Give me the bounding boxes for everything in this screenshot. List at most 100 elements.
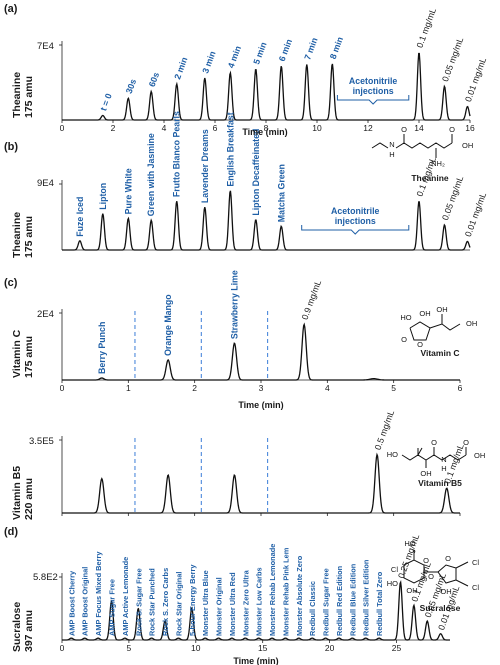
peak-label: Redbull Silver Edition (362, 559, 371, 636)
peak-label: Rock Star Punched (148, 568, 157, 636)
x-tick-label: 3 (259, 383, 264, 393)
peak-label: Fuze Iced (75, 197, 85, 237)
peak-label: English Breakfast (225, 112, 235, 186)
x-tick-label: 15 (258, 643, 268, 653)
peak-label: Lavender Dreams (200, 129, 210, 203)
bracket-label-1: Acetonitrile (349, 76, 397, 86)
x-tick-label: 5 (391, 383, 396, 393)
atom-oh: OH (462, 141, 473, 150)
x-tick-label: 0 (60, 643, 65, 653)
peak-label: Redbull Total Zero (375, 571, 384, 636)
atom-n: N (441, 455, 446, 464)
peak-label: 0.5 mg/mL (373, 409, 397, 452)
peak-label: Lipton (98, 183, 108, 210)
peak-label: AMP Boost Original (81, 567, 90, 636)
x-tick-label: 10 (312, 123, 322, 133)
peak-label: t = 0 (98, 92, 114, 112)
bond (371, 142, 389, 149)
x-tick-label: 0 (60, 123, 65, 133)
peak-label: Berry Punch (97, 322, 107, 374)
peak-label: 0.01 mg/mL (463, 56, 488, 103)
chromatogram-trace (62, 190, 471, 251)
chromatogram-trace (62, 452, 460, 514)
x-tick-label: 25 (392, 643, 402, 653)
peak-label: 5 min (251, 41, 268, 66)
atom-nh2: NH₂ (431, 159, 445, 168)
peak-label: Orange Mango (163, 294, 173, 356)
atom-h: H (389, 150, 394, 159)
bond (429, 323, 461, 331)
atom-o2: O (449, 125, 455, 134)
atom-ho: HO (400, 313, 411, 322)
peak-label: Rock S. Zero Carbs (161, 568, 170, 636)
peak-label: Monster Zero Ultra (241, 569, 250, 636)
atom-oh: OH (419, 309, 430, 318)
peak-label: 0.05 mg/mL (440, 36, 465, 83)
atom-oh2: OH (436, 305, 447, 314)
atom-ho2: HO (387, 579, 398, 588)
peak-label: 0.1 mg/mL (414, 7, 438, 50)
peak-label: Monster Original (215, 577, 224, 636)
x-tick-label: 4 (162, 123, 167, 133)
atom-oh2: OH (474, 451, 485, 460)
atom-o: O (401, 125, 407, 134)
bond (455, 579, 469, 587)
x-tick-label: 1 (126, 383, 131, 393)
bond (395, 142, 453, 149)
acetonitrile-bracket (336, 95, 410, 105)
atom-ho: HO (404, 539, 415, 548)
x-tick-label: 20 (325, 643, 335, 653)
peak-label: 0.9 mg/mL (300, 279, 324, 322)
atom-o2: O (428, 572, 434, 581)
peak-label: Redbull Red Edition (335, 565, 344, 636)
peak-label: Monster Absolute Zero (295, 555, 304, 636)
x-tick-label: 5 (127, 643, 132, 653)
peak-label: AMP Active Lemonade (121, 557, 130, 636)
peak-label: Redbull Blue Edition (348, 563, 357, 636)
peak-label: 0.01 mg/mL (463, 191, 488, 238)
atom-oh: OH (406, 586, 417, 595)
peak-label: Redbull Classic (308, 581, 317, 636)
peak-label: 6 min (277, 38, 294, 63)
bond (409, 321, 431, 341)
peak-label: 60s (147, 71, 161, 88)
atom-h: H (441, 464, 446, 473)
panel-3: 0.5 mg/mL0.1 mg/mL (59, 409, 466, 516)
peak-label: Lipton Decaffeinated (251, 129, 261, 216)
atom-o: O (423, 556, 429, 565)
bond (437, 564, 457, 584)
peak-label: Rock Star Original (174, 572, 183, 636)
atom-o3: O (445, 554, 451, 563)
atom-oh3: OH (466, 319, 477, 328)
peak-label: Matcha Green (276, 164, 286, 222)
x-tick-label: 6 (213, 123, 218, 133)
peak-label: 7 min (302, 36, 319, 61)
peak-label: 3 min (200, 50, 217, 75)
acetonitrile-bracket (301, 225, 410, 235)
atom-o2: O (401, 335, 407, 344)
atom-oh: OH (420, 469, 431, 478)
x-tick-label: 4 (325, 383, 330, 393)
x-tick-label: 2 (111, 123, 116, 133)
x-tick-label: 6 (458, 383, 463, 393)
peak-label: 8 min (328, 35, 345, 60)
peak-label: Monster Rehab Pink Lem (281, 547, 290, 636)
peak-label: Monster Ultra Red (228, 572, 237, 636)
peak-label: 5-hour Energy Berry (188, 564, 197, 636)
atom-oh2: OH (440, 587, 451, 596)
peak-label: 4 min (226, 44, 243, 69)
chromatogram-trace (62, 322, 460, 381)
peak-label: 30s (124, 78, 138, 95)
x-tick-label: 16 (465, 123, 475, 133)
peak-label: 2 min (172, 56, 189, 81)
peak-label: Redbull Sugar Free (322, 568, 331, 636)
peak-label: Frutto Blanco Pearls (172, 111, 182, 197)
bond (455, 561, 469, 569)
